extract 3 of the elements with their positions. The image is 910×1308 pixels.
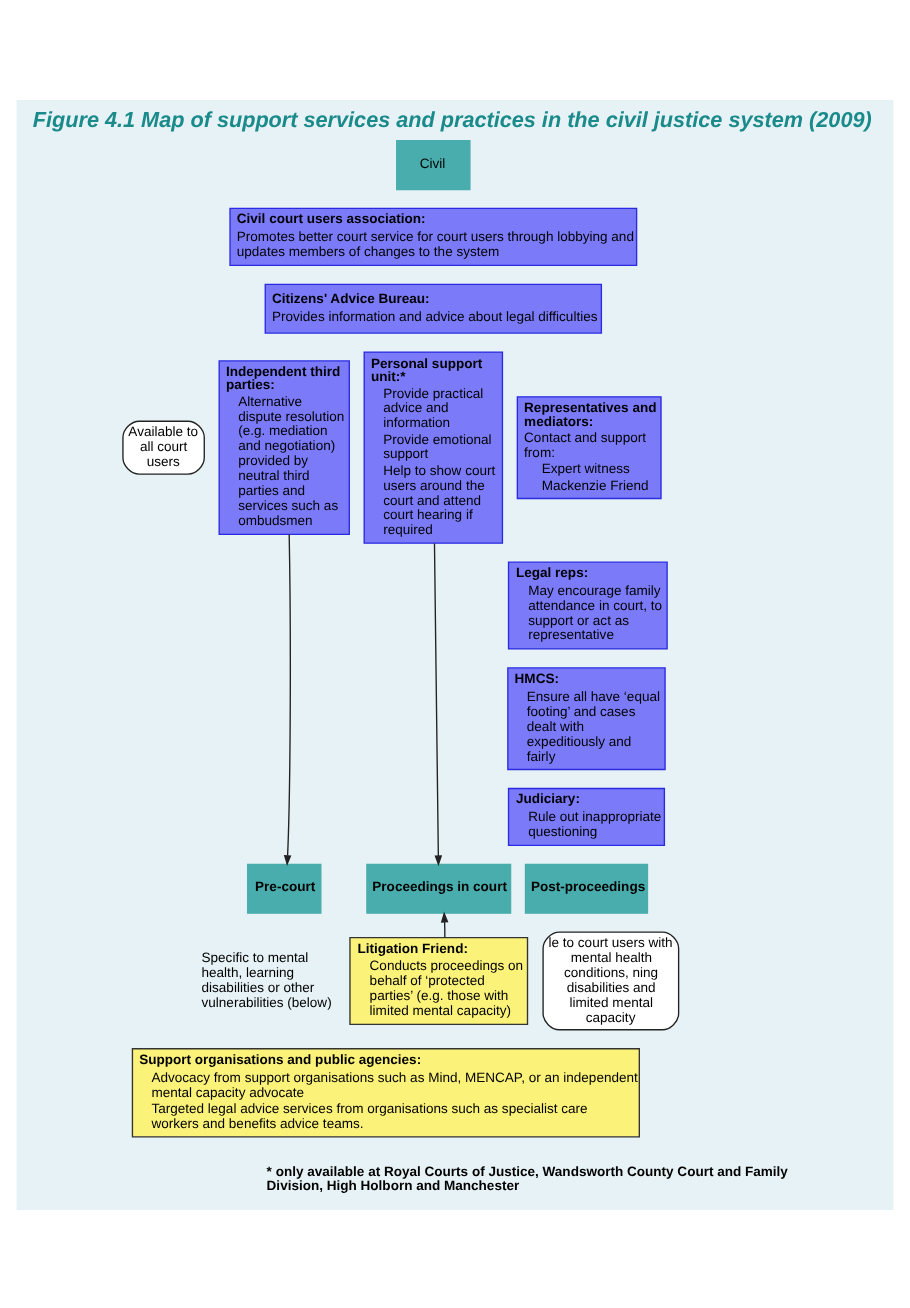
arrow xyxy=(283,532,292,866)
arrow xyxy=(433,541,443,866)
diagram-title: Figure 4.1 Map of support services and practices in the civil justice system (2009) xyxy=(32,107,872,132)
